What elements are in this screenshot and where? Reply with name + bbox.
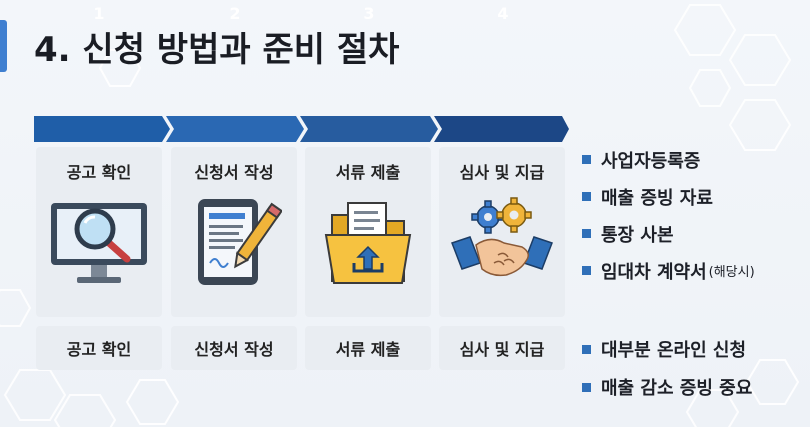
tablet-pencil-icon <box>198 199 282 285</box>
list-item-text: 대부분 온라인 신청 <box>601 340 747 361</box>
monitor-magnifier-icon <box>51 203 147 283</box>
list-item: 매출 증빙 자료 <box>582 178 755 215</box>
step-1-card: 공고 확인 <box>36 147 162 317</box>
step-3-chevron <box>300 116 438 142</box>
step-2-card: 신청서 작성 <box>171 147 297 317</box>
step-2-number: 2 <box>229 3 241 23</box>
step-3-number: 3 <box>363 3 375 23</box>
list-item-text: 사업자등록증 <box>601 150 701 172</box>
folder-upload-icon <box>324 202 412 284</box>
list-item: 사업자등록증 <box>582 141 755 178</box>
step-4-number: 4 <box>497 3 509 23</box>
step-2-bottom-label: 신청서 작성 <box>171 326 297 370</box>
square-bullet-icon <box>582 155 591 164</box>
square-bullet-icon <box>582 382 591 392</box>
step-3-title: 서류 제출 <box>335 163 401 182</box>
application-notes-list: 대부분 온라인 신청 매출 감소 증빙 중요 <box>582 330 752 406</box>
step-chevron-bar <box>34 116 569 142</box>
list-item-text: 매출 증빙 자료 <box>601 187 713 209</box>
step-2-chevron <box>166 116 304 142</box>
step-4-title: 심사 및 지급 <box>459 163 545 182</box>
page-title: 4. 신청 방법과 준비 절차 <box>34 30 400 70</box>
square-bullet-icon <box>582 192 591 201</box>
step-1-number: 1 <box>93 3 105 23</box>
title-accent-bar <box>0 20 7 72</box>
list-item-text: 통장 사본 <box>601 224 674 246</box>
gears-handshake-icon <box>451 197 553 277</box>
step-4-card: 심사 및 지급 <box>439 147 565 317</box>
square-bullet-icon <box>582 344 591 354</box>
square-bullet-icon <box>582 229 591 238</box>
step-4-bottom-label: 심사 및 지급 <box>439 326 565 370</box>
list-item-text: 임대차 계약서 <box>601 261 707 283</box>
list-item: 임대차 계약서 (해당시) <box>582 252 755 289</box>
square-bullet-icon <box>582 266 591 275</box>
list-item: 통장 사본 <box>582 215 755 252</box>
list-item: 대부분 온라인 신청 <box>582 330 752 368</box>
required-documents-list: 사업자등록증 매출 증빙 자료 통장 사본 임대차 계약서 (해당시) <box>582 141 755 289</box>
step-2-title: 신청서 작성 <box>194 163 274 182</box>
step-3-bottom-label: 서류 제출 <box>305 326 431 370</box>
list-item: 매출 감소 증빙 중요 <box>582 368 752 406</box>
step-1-bottom-label: 공고 확인 <box>36 326 162 370</box>
step-1-chevron <box>34 116 170 142</box>
list-item-note: (해당시) <box>708 265 755 280</box>
step-3-card: 서류 제출 <box>305 147 431 317</box>
step-1-title: 공고 확인 <box>66 163 132 182</box>
step-4-chevron <box>434 116 569 142</box>
list-item-text: 매출 감소 증빙 중요 <box>601 378 753 399</box>
